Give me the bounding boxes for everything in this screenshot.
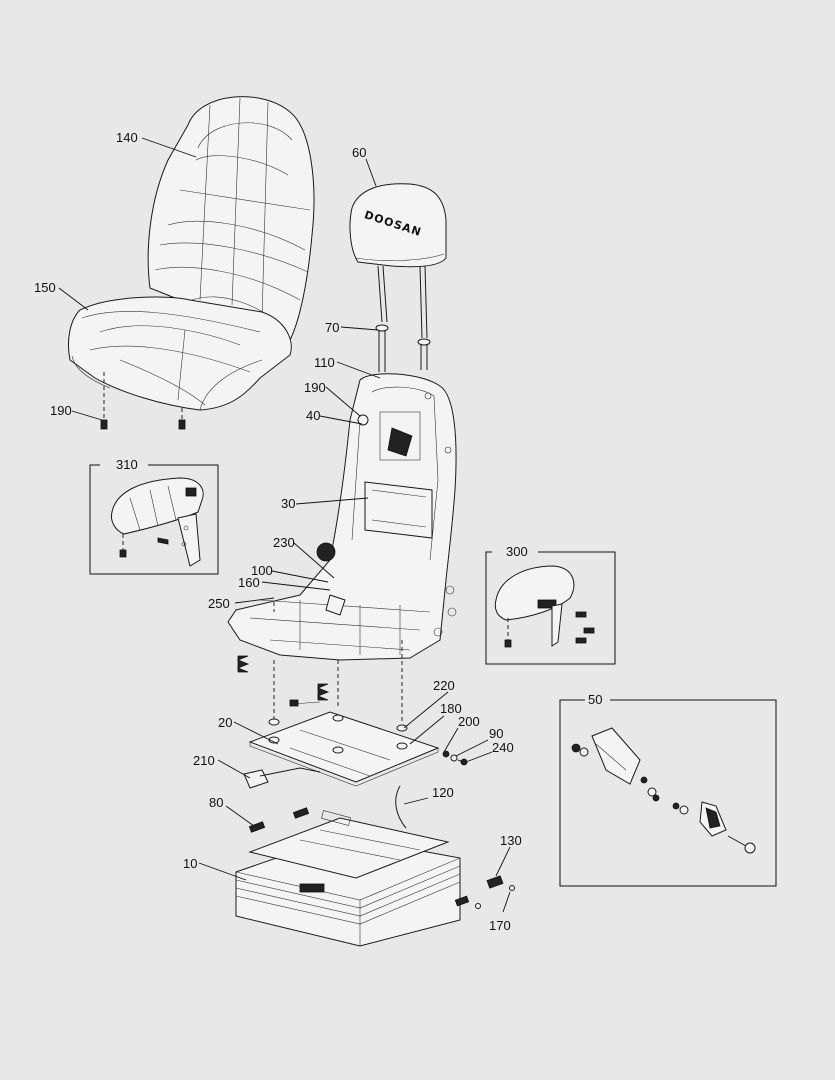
headrest: DOOSAN [349, 183, 447, 339]
screw-190-right [178, 408, 186, 430]
lever-210 [243, 767, 321, 789]
callout-310: 310 [116, 457, 138, 472]
callout-50: 50 [588, 692, 602, 707]
callout-250: 250 [208, 596, 230, 611]
screw-190-left [100, 372, 108, 430]
callout-90: 90 [489, 726, 503, 741]
callout-200: 200 [458, 714, 480, 729]
parts-130-170 [454, 875, 515, 909]
leader-lines [58, 137, 511, 913]
callout-210: 210 [193, 753, 215, 768]
callout-labels: 140 60 150 70 110 190 190 40 310 30 230 … [34, 130, 602, 933]
callout-190-frame: 190 [304, 380, 326, 395]
callout-190-cushion: 190 [50, 403, 72, 418]
seat-frame [227, 373, 457, 661]
seat-belt-box [559, 699, 777, 887]
callout-80: 80 [209, 795, 223, 810]
callout-10: 10 [183, 856, 197, 871]
callout-160: 160 [238, 575, 260, 590]
callout-170: 170 [489, 918, 511, 933]
callout-240: 240 [492, 740, 514, 755]
slide-plate [248, 699, 440, 787]
callout-110: 110 [314, 355, 335, 370]
callout-150: 150 [34, 280, 56, 295]
callout-60: 60 [352, 145, 366, 160]
callout-20: 20 [218, 715, 232, 730]
bolt-set [442, 750, 468, 766]
callout-180: 180 [440, 701, 462, 716]
stoppers-80 [248, 807, 310, 833]
callout-130: 130 [500, 833, 522, 848]
callout-300: 300 [506, 544, 528, 559]
armrest-right-box [485, 551, 616, 665]
seat-cushion [67, 296, 292, 411]
frame-springs [236, 655, 330, 701]
callout-220: 220 [433, 678, 455, 693]
armrest-left-box [89, 464, 219, 575]
callout-70: 70 [325, 320, 339, 335]
headrest-guides-70 [375, 324, 431, 372]
callout-230: 230 [273, 535, 295, 550]
callout-40: 40 [306, 408, 320, 423]
suspension-base [235, 785, 461, 947]
callout-120: 120 [432, 785, 454, 800]
callout-100: 100 [251, 563, 273, 578]
callout-140: 140 [116, 130, 138, 145]
callout-30: 30 [281, 496, 295, 511]
assembly-lines [273, 602, 403, 722]
